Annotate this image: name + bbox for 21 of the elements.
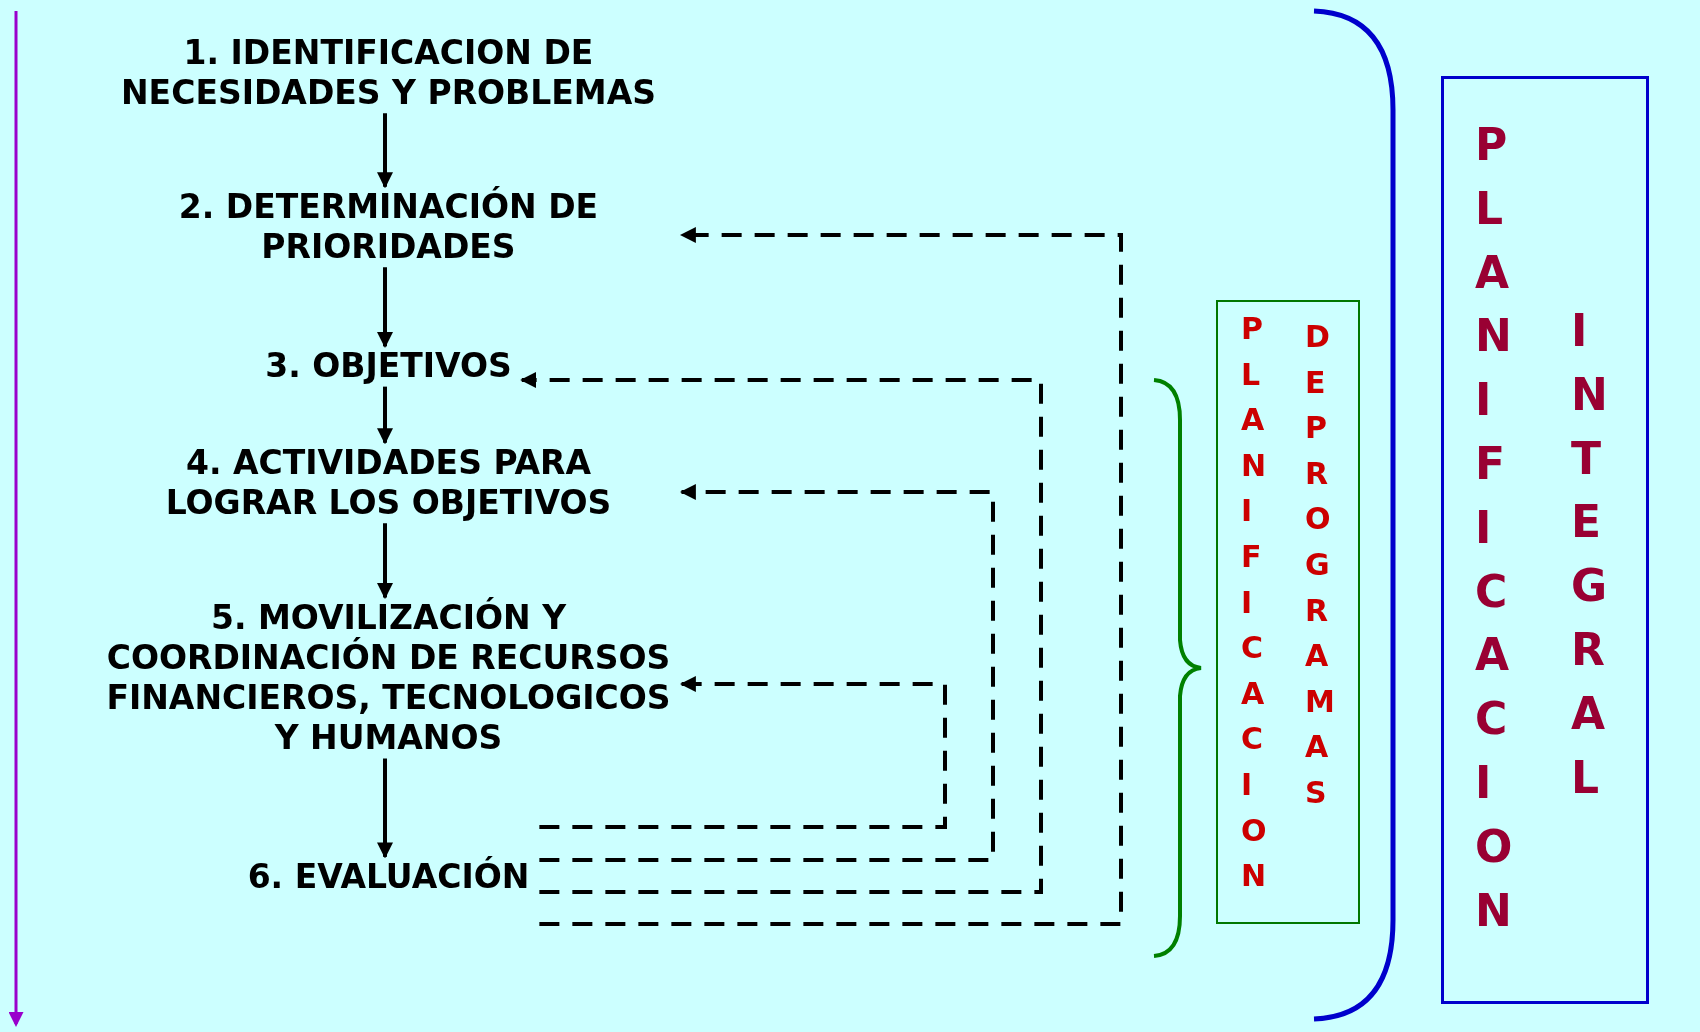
arrow	[377, 113, 393, 189]
step-text: 1. IDENTIFICACION DE NECESIDADES Y PROBLEMAS	[105, 32, 672, 114]
vertical-text: PLANIFICACION	[1241, 310, 1268, 896]
step-text: 6. EVALUACIÓN	[247, 856, 530, 898]
vertical-text: PLANIFICACION	[1475, 118, 1514, 938]
step-text: 2. DETERMINACIÓN DE PRIORIDADES	[105, 186, 672, 268]
step-text: 5. MOVILIZACIÓN Y COORDINACIÓN DE RECURSOS FINANCIEROS, TECNOLOGICOS Y HUMANOS	[105, 597, 672, 759]
arrow	[539, 676, 947, 829]
arrow	[377, 386, 393, 445]
vertical-text: DE PROGRAMAS	[1305, 318, 1335, 812]
vertical-text: INTEGRAL	[1571, 304, 1609, 805]
arrow	[539, 227, 1123, 926]
step-text: 3. OBJETIVOS	[265, 346, 512, 387]
arrow	[377, 758, 393, 859]
step-text: 4. ACTIVIDADES PARA LOGRAR LOS OBJETIVOS	[105, 442, 672, 524]
arrow	[377, 523, 393, 600]
arrow	[520, 372, 1043, 894]
planning-box	[1216, 300, 1360, 924]
planning-box	[1441, 76, 1649, 1004]
arrow	[539, 484, 995, 862]
arrow	[377, 267, 393, 348]
